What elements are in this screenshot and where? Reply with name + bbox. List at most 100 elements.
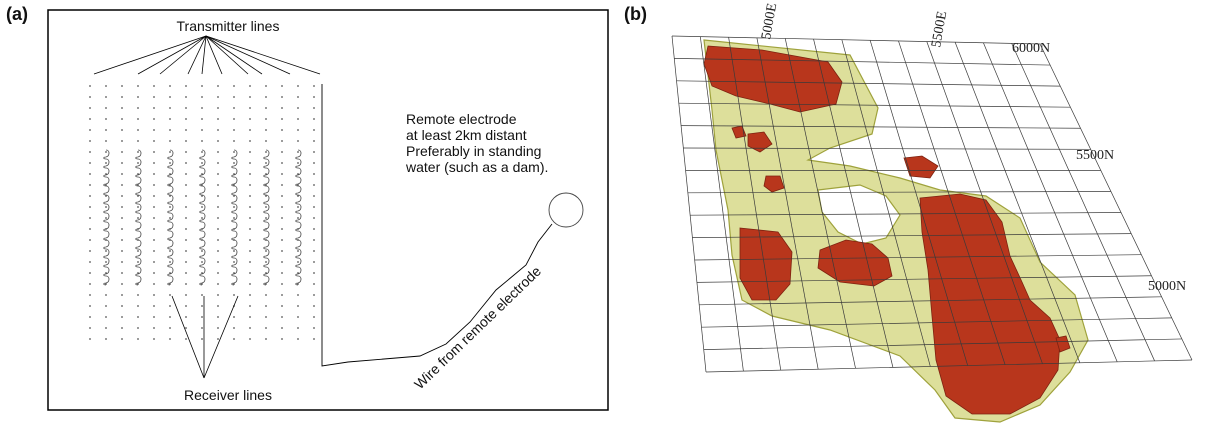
- electrode-dot: [153, 195, 155, 197]
- electrode-dot: [89, 250, 91, 252]
- electrode-dot: [201, 338, 203, 340]
- electrode-dot: [249, 107, 251, 109]
- electrode-dot: [105, 151, 107, 153]
- receiver-coil: [103, 149, 110, 286]
- ore-pod-3: [763, 175, 785, 193]
- electrode-dot: [105, 294, 107, 296]
- electrode-dot: [265, 261, 267, 263]
- electrode-dot: [89, 151, 91, 153]
- electrode-dot: [265, 195, 267, 197]
- panel-b: (b) 5000E 5500E 6000N 5500N 5000N: [624, 2, 1193, 423]
- electrode-dot: [297, 217, 299, 219]
- electrode-dot: [121, 184, 123, 186]
- electrode-dot: [153, 162, 155, 164]
- electrode-dot: [281, 316, 283, 318]
- electrode-dot: [313, 250, 315, 252]
- electrode-dot: [201, 85, 203, 87]
- electrode-dot: [201, 184, 203, 186]
- electrode-dot: [233, 184, 235, 186]
- electrode-dot: [265, 118, 267, 120]
- electrode-dot: [89, 162, 91, 164]
- electrode-dot: [249, 129, 251, 131]
- electrode-dot: [121, 129, 123, 131]
- electrode-dot: [105, 283, 107, 285]
- electrode-dot: [185, 305, 187, 307]
- electrode-dot: [297, 327, 299, 329]
- electrode-dot: [281, 338, 283, 340]
- electrode-dot: [297, 151, 299, 153]
- grid-line-northing: [681, 125, 1081, 129]
- electrode-dot: [185, 294, 187, 296]
- grid-line-northing: [683, 147, 1091, 150]
- electrode-dot: [137, 327, 139, 329]
- remote-note-line-2: at least 2km distant: [406, 127, 527, 143]
- electrode-dot: [185, 250, 187, 252]
- electrode-dot: [169, 250, 171, 252]
- electrode-dot: [265, 250, 267, 252]
- electrode-dot: [217, 305, 219, 307]
- electrode-dot: [169, 217, 171, 219]
- electrode-dot: [121, 107, 123, 109]
- electrode-dot: [169, 283, 171, 285]
- receiver-fan-lines: [171, 295, 239, 379]
- electrode-dot: [169, 338, 171, 340]
- electrode-dot: [105, 338, 107, 340]
- electrode-dot: [281, 162, 283, 164]
- electrode-dot: [297, 129, 299, 131]
- electrode-dot: [89, 140, 91, 142]
- electrode-dot: [137, 217, 139, 219]
- electrode-dot: [249, 140, 251, 142]
- electrode-dot: [153, 327, 155, 329]
- electrode-dot: [89, 107, 91, 109]
- electrode-dot: [105, 129, 107, 131]
- electrode-dot: [313, 283, 315, 285]
- electrode-dot: [169, 316, 171, 318]
- electrode-dot: [281, 195, 283, 197]
- remote-note-line-4: water (such as a dam).: [405, 159, 548, 175]
- electrode-dot: [233, 294, 235, 296]
- electrode-dot: [137, 338, 139, 340]
- electrode-dot: [313, 96, 315, 98]
- ore-pod-5: [1055, 335, 1071, 353]
- transmitter-line: [205, 35, 291, 75]
- electrode-dot: [169, 261, 171, 263]
- electrode-dot: [297, 96, 299, 98]
- electrode-dot: [265, 206, 267, 208]
- grid-label-6000n: 6000N: [1012, 41, 1050, 56]
- electrode-dot: [233, 96, 235, 98]
- electrode-dot: [233, 129, 235, 131]
- electrode-dot: [137, 184, 139, 186]
- electrode-dot: [121, 338, 123, 340]
- electrode-dot: [185, 151, 187, 153]
- electrode-dot: [137, 140, 139, 142]
- electrode-dot: [169, 184, 171, 186]
- electrode-dot: [89, 261, 91, 263]
- electrode-dot: [121, 140, 123, 142]
- grid-label-5500n: 5500N: [1076, 148, 1114, 163]
- electrode-dot: [217, 140, 219, 142]
- electrode-dot: [153, 316, 155, 318]
- electrode-dot: [265, 316, 267, 318]
- electrode-dot: [201, 162, 203, 164]
- electrode-dot: [185, 327, 187, 329]
- electrode-dot: [169, 305, 171, 307]
- ore-body-southeast: [919, 193, 1061, 415]
- electrode-dot: [121, 283, 123, 285]
- electrode-dot: [201, 283, 203, 285]
- electrode-dot: [313, 261, 315, 263]
- electrode-dot: [185, 107, 187, 109]
- electrode-dot: [153, 96, 155, 98]
- electrode-dot: [121, 305, 123, 307]
- electrode-dot: [217, 118, 219, 120]
- electrode-dot: [281, 239, 283, 241]
- electrode-dot: [89, 217, 91, 219]
- electrode-dot: [217, 195, 219, 197]
- electrode-dot: [201, 129, 203, 131]
- electrode-dot: [281, 96, 283, 98]
- electrode-dot: [201, 107, 203, 109]
- electrode-dot: [121, 239, 123, 241]
- electrode-dot: [281, 118, 283, 120]
- electrode-dot: [153, 228, 155, 230]
- electrode-dot: [297, 107, 299, 109]
- electrode-dot: [281, 151, 283, 153]
